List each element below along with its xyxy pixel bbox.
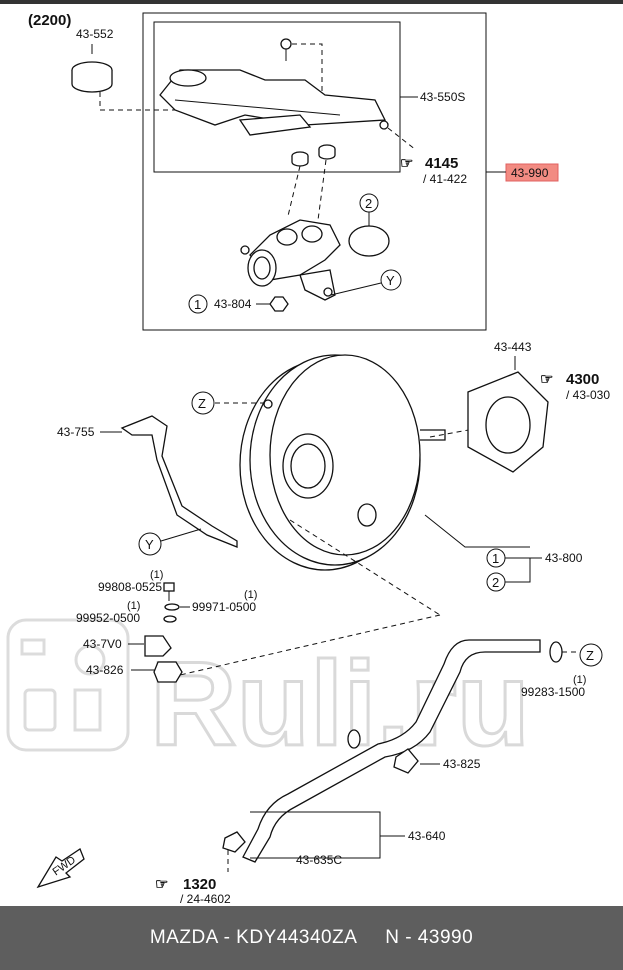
label-43-552: 43-552 [76, 27, 114, 41]
hose-clamp-43-825[interactable] [393, 748, 419, 774]
fwd-arrow-icon: FWD [36, 848, 85, 889]
label-99808-0525: 99808-0525 [98, 580, 162, 594]
ref-1320[interactable]: 1320 [183, 876, 216, 893]
vacuum-sensor[interactable] [144, 635, 172, 657]
callout-z-booster [191, 391, 215, 415]
bracket-43-755[interactable] [120, 415, 238, 548]
watermark-logo: Ruli.ru [150, 637, 530, 771]
footer-text: MAZDA - KDY44340ZA N - 43990 [149, 927, 474, 948]
label-43-825: 43-825 [443, 757, 481, 771]
callout-1-nut-text: 1 [194, 297, 201, 312]
washer-99971[interactable] [164, 603, 180, 611]
ref-4300[interactable]: 4300 [566, 371, 599, 388]
callout-y-top-text: Y [386, 273, 395, 288]
callout-1-booster-text: 1 [492, 551, 499, 566]
ref-41-422: / 41-422 [423, 172, 467, 186]
ref-4145-icon: ☞ [400, 155, 413, 172]
sensor-bolt[interactable] [163, 582, 175, 601]
hose-band [347, 729, 361, 749]
reservoir-bolt [280, 38, 292, 61]
qty-0500a: (1) [244, 589, 257, 601]
parts-diagram: Ruli.ru (2200) 43-552 [6, 12, 610, 906]
label-43-635c: 43-635C [296, 853, 342, 867]
reservoir-cap[interactable] [71, 61, 113, 93]
gasket-43-443[interactable] [467, 371, 549, 473]
qty-1500: (1) [573, 674, 586, 686]
master-cylinder[interactable] [240, 219, 341, 301]
top-border [0, 0, 623, 4]
ref-4300-icon: ☞ [540, 371, 553, 388]
grommet-left [291, 151, 309, 167]
label-43-443: 43-443 [494, 340, 532, 354]
washer-99952[interactable] [163, 615, 177, 623]
label-43-7v0: 43-7V0 [83, 637, 122, 651]
label-43-640: 43-640 [408, 829, 446, 843]
callout-z-booster-text: Z [198, 396, 206, 411]
qty-0500b: (1) [127, 600, 140, 612]
label-43-990[interactable]: 43-990 [511, 166, 549, 180]
ref-1320-icon: ☞ [155, 876, 168, 893]
watermark-icon [6, 618, 130, 752]
callout-z-clip-text: Z [586, 648, 594, 663]
grommet-right [318, 144, 336, 160]
label-99971-0500: 99971-0500 [192, 600, 256, 614]
label-99952-0500: 99952-0500 [76, 611, 140, 625]
callout-2-top [359, 193, 379, 213]
ref-4145[interactable]: 4145 [425, 155, 458, 172]
nut-43-804[interactable] [269, 296, 289, 312]
callout-z-clip [579, 643, 603, 667]
callout-y-top [380, 269, 402, 291]
o-ring [348, 225, 390, 257]
part-footer: MAZDA - KDY44340ZA N - 43990 [0, 906, 623, 970]
label-43-755: 43-755 [57, 425, 95, 439]
label-43-804: 43-804 [214, 297, 252, 311]
ref-43-030: / 43-030 [566, 388, 610, 402]
callout-y-bracket-text: Y [145, 537, 154, 552]
label-43-800: 43-800 [545, 551, 583, 565]
label-43-826: 43-826 [86, 663, 124, 677]
hose-clip-43-635c[interactable] [222, 831, 246, 853]
vacuum-hose[interactable] [242, 639, 541, 863]
label-99283-1500: 99283-1500 [521, 685, 585, 699]
callout-2-top-text: 2 [365, 196, 372, 211]
callout-2-booster-text: 2 [492, 575, 499, 590]
check-valve[interactable] [153, 661, 183, 683]
callout-1-nut [188, 294, 208, 314]
qty-0525: (1) [150, 569, 163, 581]
label-43-550s: 43-550S [420, 90, 465, 104]
brake-booster[interactable] [239, 354, 446, 571]
reservoir-nipple [379, 120, 389, 130]
brake-fluid-reservoir[interactable] [159, 69, 387, 136]
ref-24-4602: / 24-4602 [180, 892, 231, 906]
callout-y-bracket [138, 532, 162, 556]
clip-99283[interactable] [549, 641, 563, 663]
group-label: (2200) [28, 12, 71, 29]
